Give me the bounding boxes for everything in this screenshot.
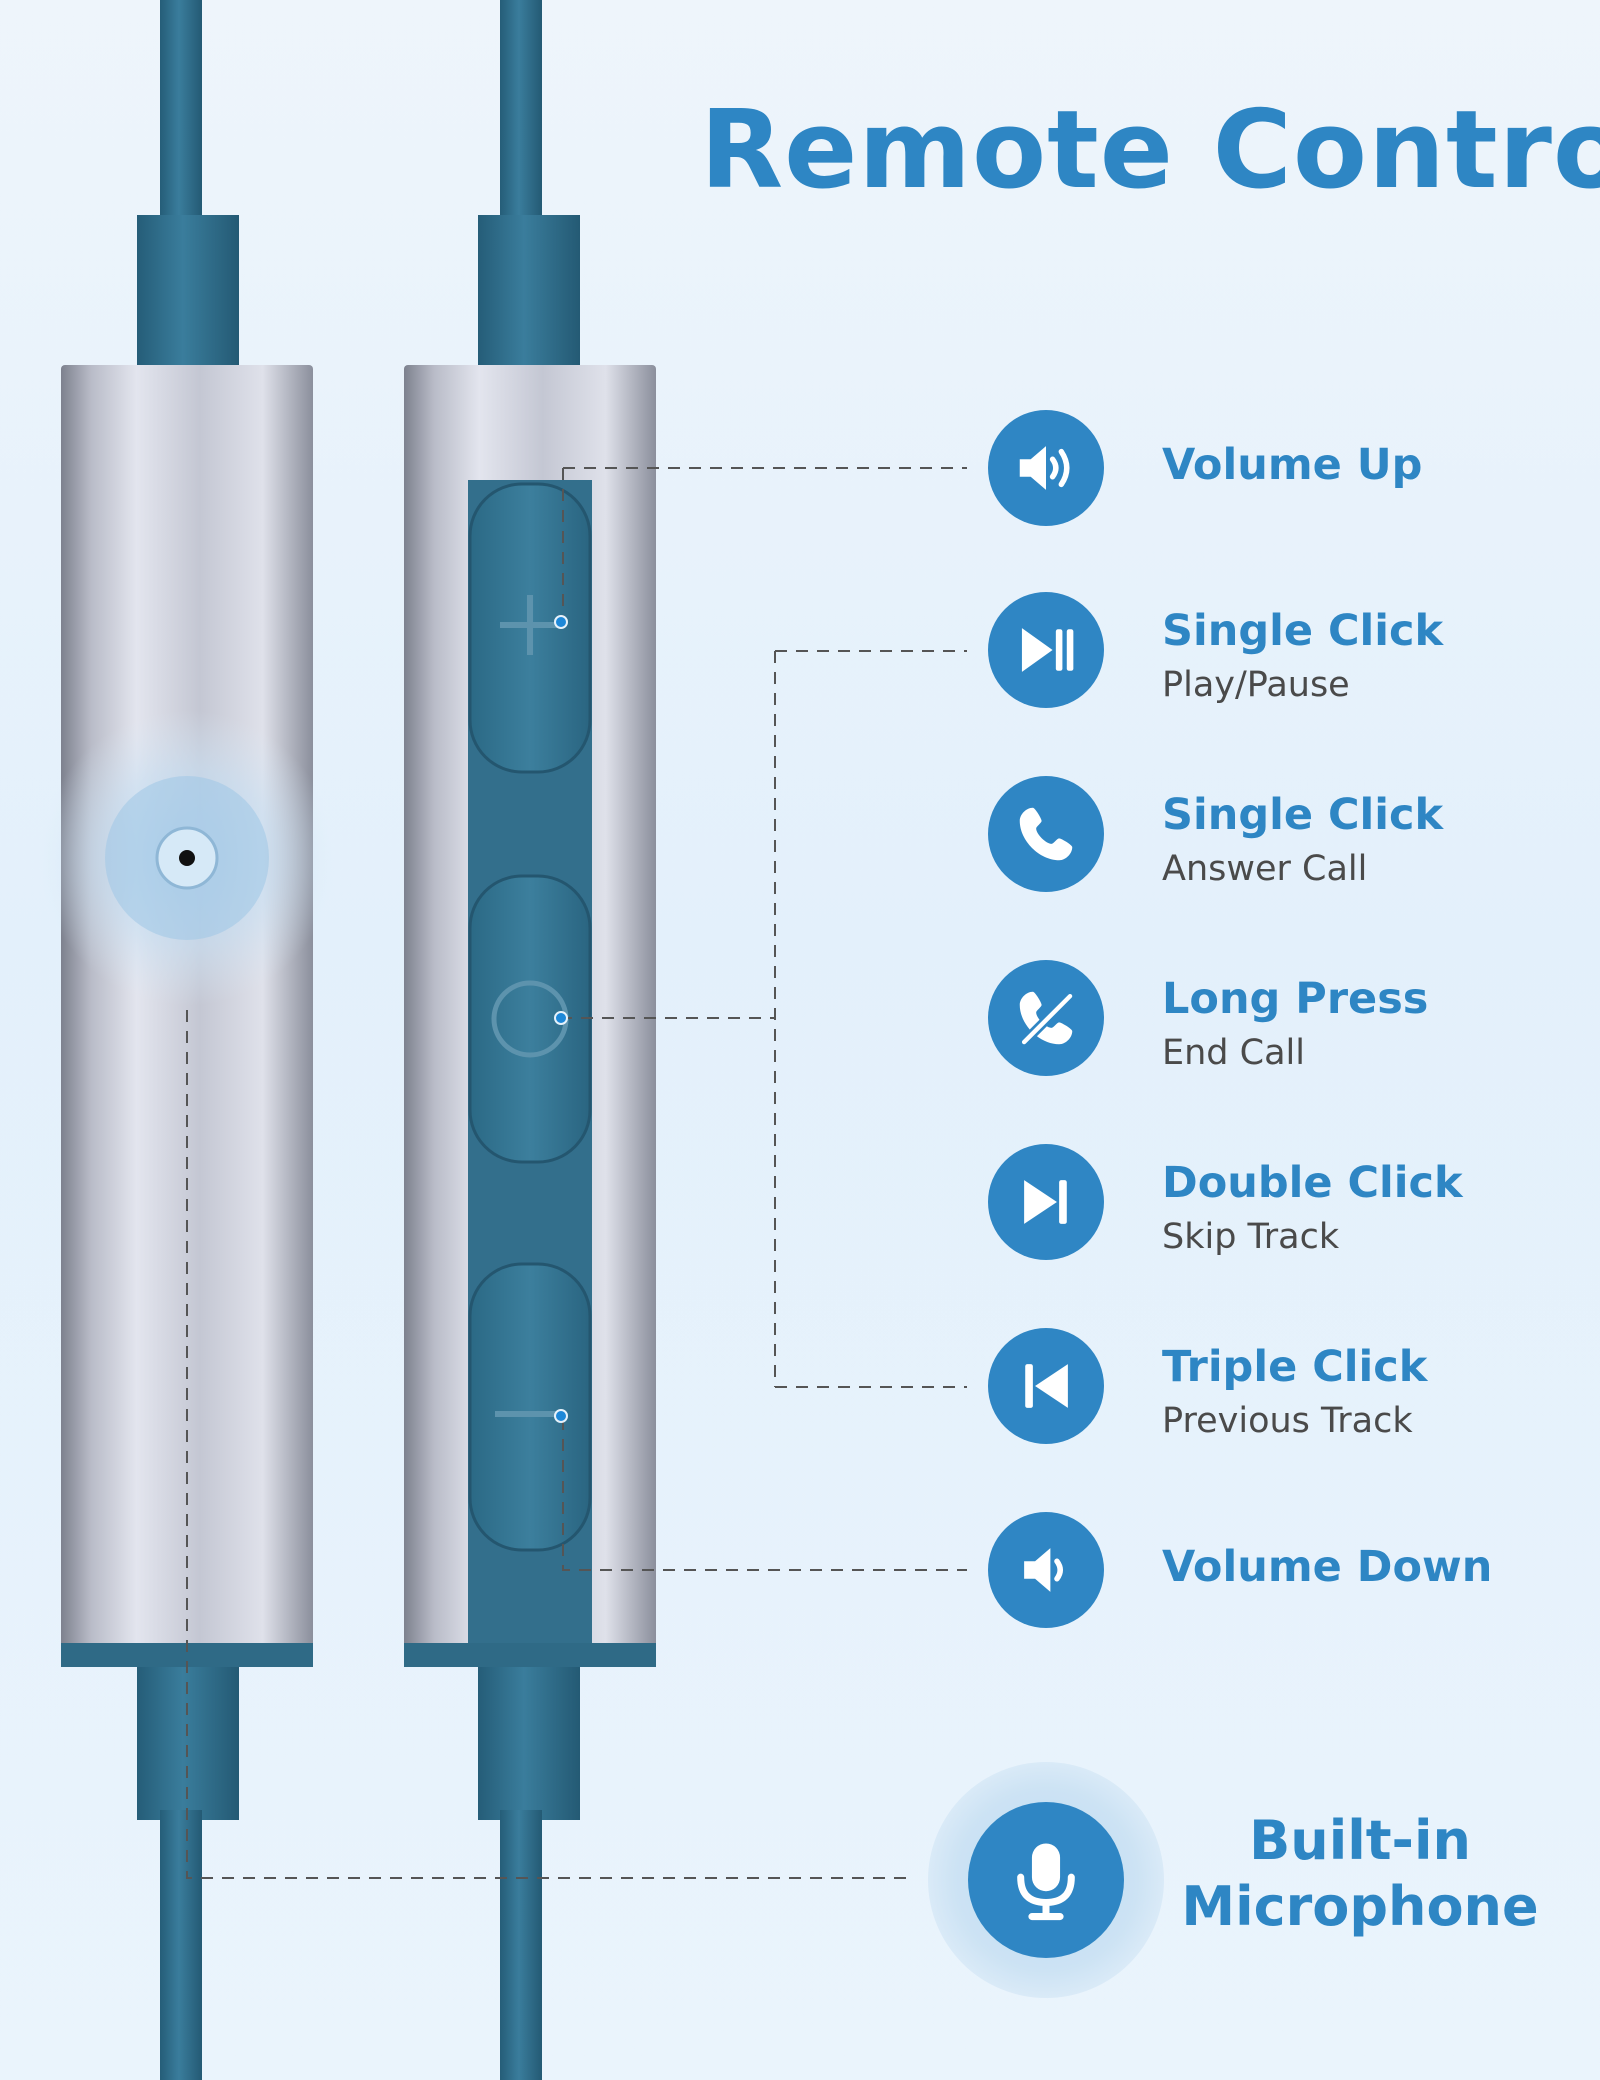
microphone-label-line2: Microphone [1181,1875,1539,1938]
feature-label: Double Click [1162,1158,1463,1208]
left-cable-top [160,0,202,225]
microphone-icon [968,1802,1124,1958]
microphone-badge [928,1762,1164,1998]
feature-sublabel: End Call [1162,1033,1305,1073]
feature-volume-up: Volume Up [988,410,1588,526]
page-title: Remote Control [700,88,1600,213]
right-cable-top [500,0,542,225]
leader-microphone [186,1010,908,1879]
feature-volume-down: Volume Down [988,1512,1588,1628]
microphone-label: Built-in Microphone [1180,1808,1540,1940]
right-cable-bottom [500,1810,542,2080]
mic-hole [179,850,195,866]
feature-label: Long Press [1162,974,1429,1024]
feature-label: Volume Down [1162,1542,1493,1592]
left-cable-bottom [160,1810,202,2080]
left-collar-top [137,215,239,365]
right-collar-bottom [478,1640,580,1820]
feature-sublabel: Play/Pause [1162,665,1350,705]
feature-answer-call: Single Click Answer Call [988,776,1588,892]
feature-label: Single Click [1162,606,1444,656]
feature-end-call: Long Press End Call [988,960,1588,1076]
skip-back-icon [988,1328,1104,1444]
leader-volume-down [562,1418,967,1571]
feature-skip-track: Double Click Skip Track [988,1144,1588,1260]
feature-label: Volume Up [1162,440,1423,490]
skip-forward-icon [988,1144,1104,1260]
play-pause-icon [988,592,1104,708]
feature-play-pause: Single Click Play/Pause [988,592,1588,708]
right-collar-top [478,215,580,365]
feature-previous-track: Triple Click Previous Track [988,1328,1588,1444]
leader-volume-up [562,467,967,622]
feature-label: Triple Click [1162,1342,1428,1392]
feature-sublabel: Skip Track [1162,1217,1340,1257]
leader-center-bracket [560,650,967,1388]
microphone-label-line1: Built-in [1249,1809,1471,1872]
end-call-icon [988,960,1104,1076]
phone-icon [988,776,1104,892]
volume-down-icon [988,1512,1104,1628]
volume-up-icon [988,410,1104,526]
feature-label: Single Click [1162,790,1444,840]
minus-button [468,1262,592,1552]
feature-sublabel: Answer Call [1162,849,1368,889]
feature-sublabel: Previous Track [1162,1401,1413,1441]
